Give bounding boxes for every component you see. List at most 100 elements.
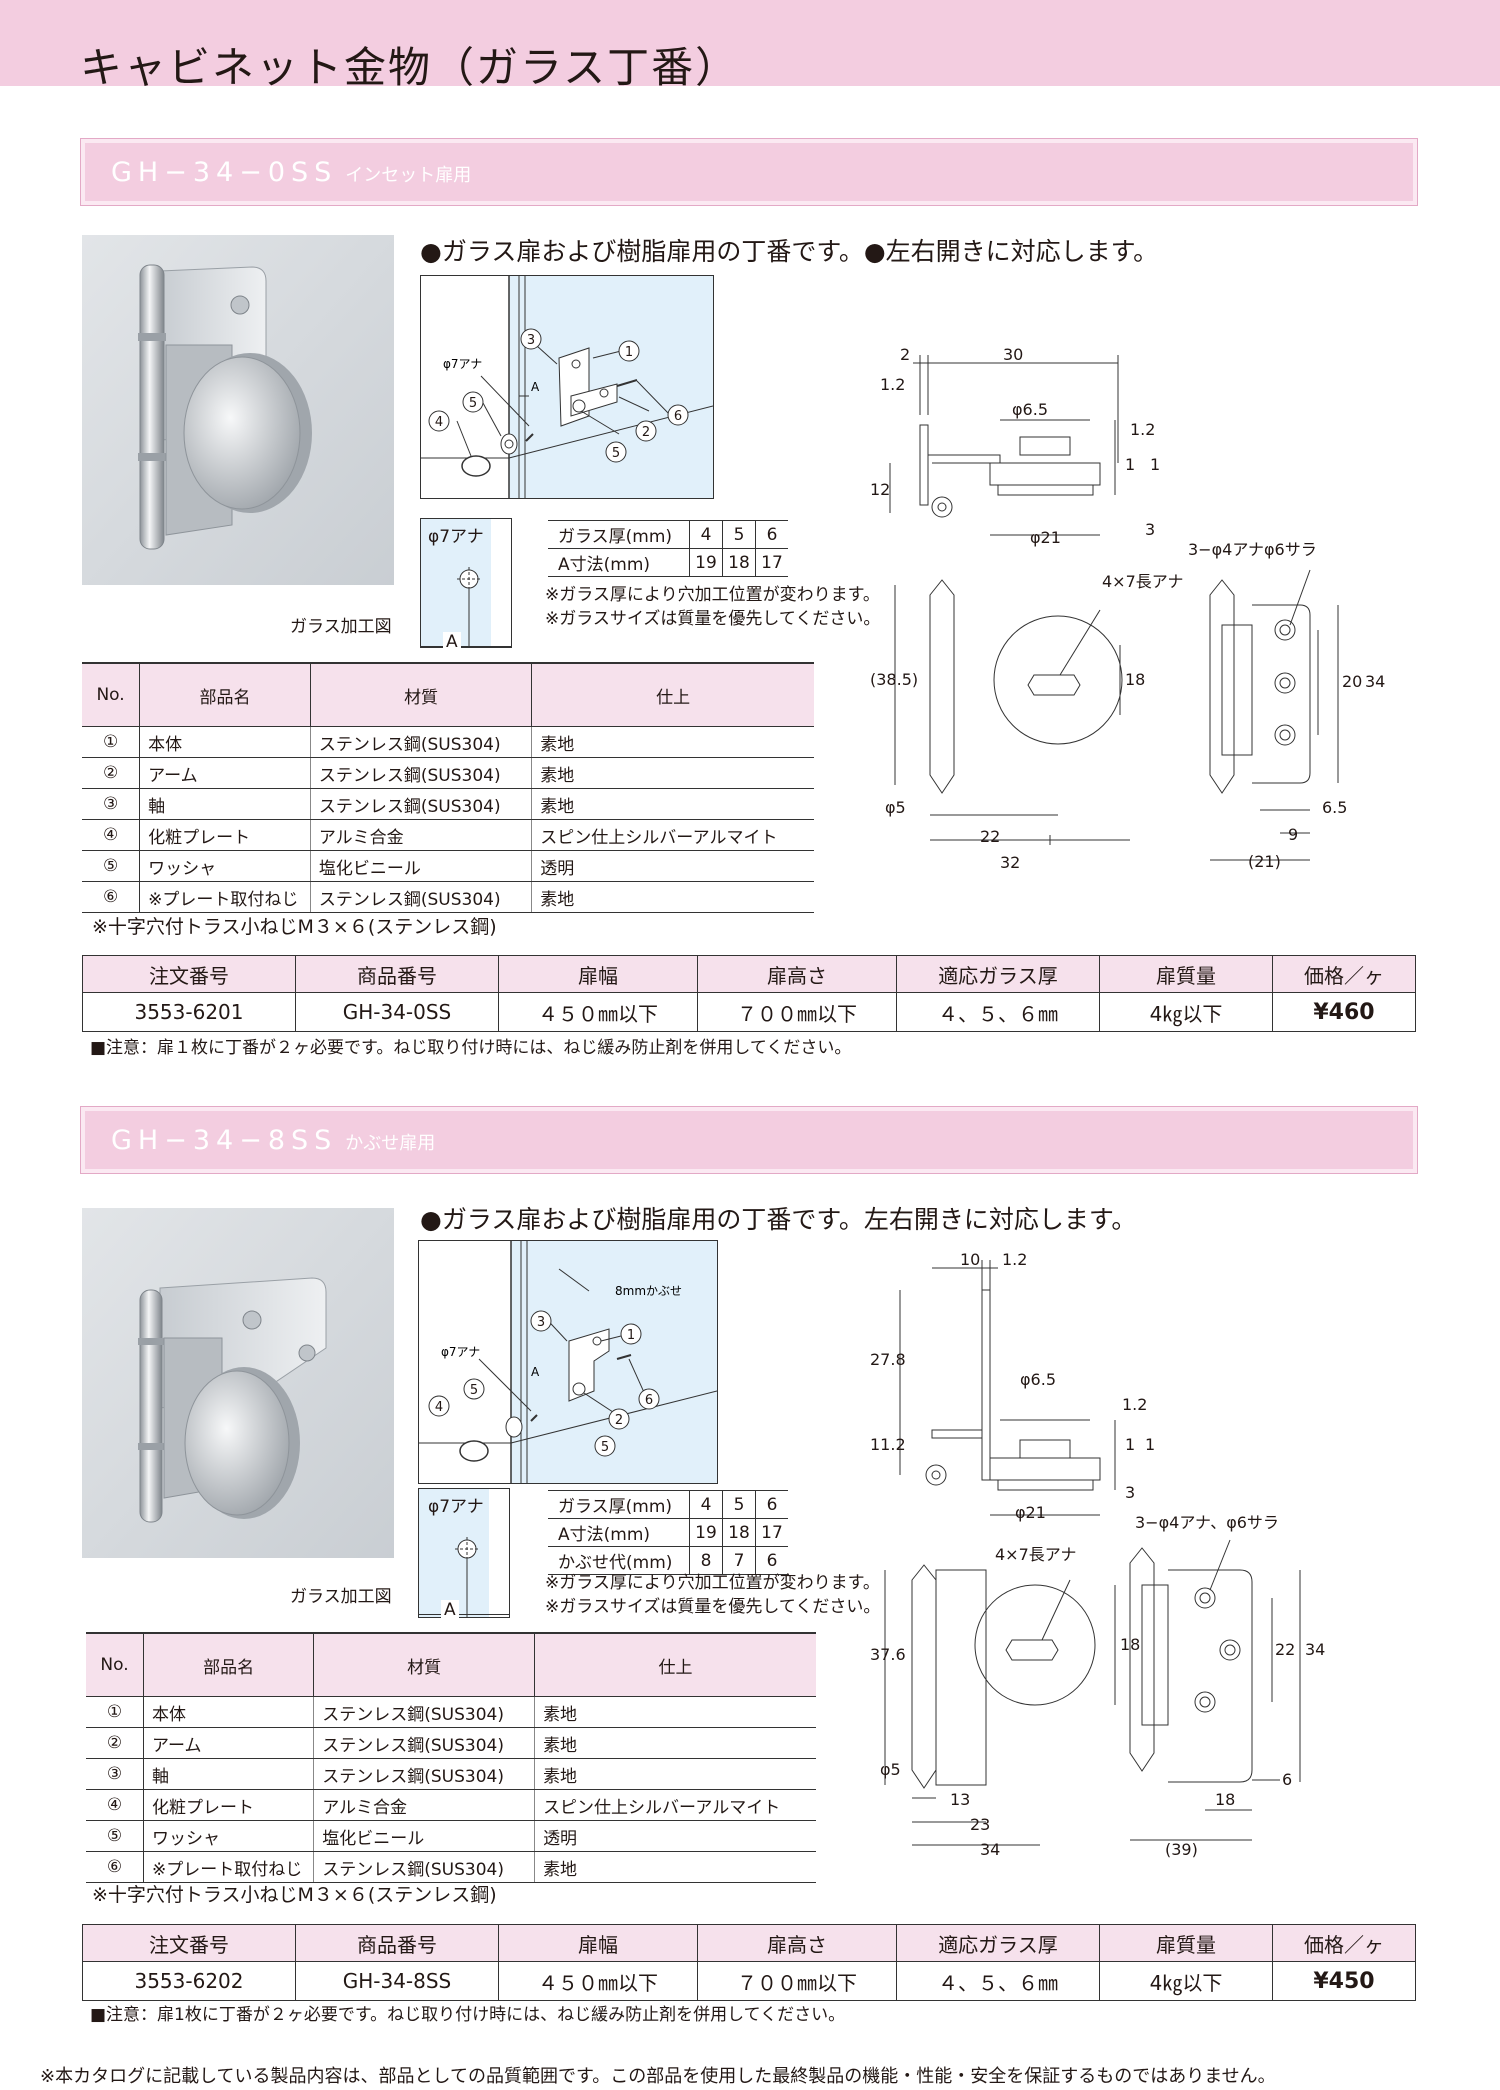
callout-5: 5 xyxy=(612,446,620,461)
dim-21: 9 xyxy=(1288,825,1298,844)
section-1-screw-note: ※十字穴付トラス小ねじM３×６(ステンレス鋼) xyxy=(92,916,497,938)
table-cell: 価格／ヶ xyxy=(1272,955,1416,993)
section-1-code: GH−34−0SS xyxy=(111,157,338,188)
footer-disclaimer: ※本カタログに記載している製品内容は、部品としての品質範囲です。この部品を使用し… xyxy=(40,2066,1276,2087)
section-2-thickness-table: ガラス厚(mm) 4 5 6 A寸法(mm) 19 18 17 かぶせ代(mm)… xyxy=(548,1490,788,1575)
table-cell: A寸法(mm) xyxy=(548,1518,690,1547)
dim-18: 13 xyxy=(950,1790,970,1809)
table-cell: 商品番号 xyxy=(295,1924,499,1962)
a-label: A xyxy=(531,380,540,394)
table-cell: ② xyxy=(82,757,141,789)
table-cell: ※プレート取付ねじ xyxy=(139,881,311,913)
hole-label: φ7アナ xyxy=(443,357,482,371)
dim-10: φ21 xyxy=(1015,1503,1046,1522)
table-cell: ワッシャ xyxy=(139,850,311,882)
table-cell: ③ xyxy=(82,788,141,820)
callout-5b: 5 xyxy=(601,1440,609,1455)
dim-1: 10 xyxy=(960,1250,980,1269)
table-cell: アルミ合金 xyxy=(313,1789,536,1821)
table-cell: ⑤ xyxy=(82,850,141,882)
table-cell: ステンレス鋼(SUS304) xyxy=(310,757,533,789)
table-cell: ⑥ xyxy=(86,1851,144,1883)
table-cell: ステンレス鋼(SUS304) xyxy=(313,1851,536,1883)
table-cell: 素地 xyxy=(534,1851,816,1883)
callout-2: 2 xyxy=(642,425,650,440)
section-1-feature-text: ●ガラス扉および樹脂扉用の丁番です。●左右開きに対応します。 xyxy=(420,237,1159,266)
table-cell: 材質 xyxy=(310,662,533,727)
table-cell: GH-34-8SS xyxy=(295,1961,499,2001)
callout-6: 6 xyxy=(645,1393,653,1408)
section-1-note-1: ※ガラス厚により穴加工位置が変わります。 xyxy=(545,585,880,605)
table-cell: 素地 xyxy=(531,757,814,789)
table-cell: ステンレス鋼(SUS304) xyxy=(310,881,533,913)
dim-9: 3 xyxy=(1145,520,1155,539)
dim-10: φ21 xyxy=(1030,528,1061,547)
dim-20: 6.5 xyxy=(1322,798,1347,817)
dim-17: φ5 xyxy=(885,798,906,817)
table-cell: ワッシャ xyxy=(143,1820,315,1852)
dim-5: 1.2 xyxy=(1130,420,1155,439)
section-1-thickness-table: ガラス厚(mm) 4 5 6 A寸法(mm) 19 18 17 xyxy=(548,520,788,577)
gp-dim-line xyxy=(418,1614,510,1615)
callout-4: 4 xyxy=(435,1400,443,1415)
section-2-glass-proc xyxy=(418,1488,510,1618)
section-1-caution: ■注意：扉１枚に丁番が２ヶ必要です。ねじ取り付け時には、ねじ緩み防止剤を併用して… xyxy=(90,1038,852,1058)
section-2-gp-label: ガラス加工図 xyxy=(290,1587,392,1607)
dim-8: 12 xyxy=(870,480,890,499)
dim-6: 1 xyxy=(1125,455,1135,474)
table-cell: ⑤ xyxy=(86,1820,144,1852)
section-1-gp-a: A xyxy=(443,632,461,652)
dim-19: 23 xyxy=(970,1815,990,1834)
table-cell: ④ xyxy=(82,819,141,851)
section-2-feature-text: ●ガラス扉および樹脂扉用の丁番です。左右開きに対応します。 xyxy=(420,1205,1137,1234)
dim-13: 37.6 xyxy=(870,1645,906,1664)
dim-4: φ6.5 xyxy=(1012,400,1048,419)
dim-7: 1 xyxy=(1145,1435,1155,1454)
table-cell: ¥460 xyxy=(1272,992,1416,1032)
table-cell: 4㎏以下 xyxy=(1099,1961,1273,2001)
table-cell: 5 xyxy=(722,1490,756,1519)
table-cell: 化粧プレート xyxy=(139,819,311,851)
dim-15: 22 xyxy=(1275,1640,1295,1659)
table-cell: 6 xyxy=(755,1490,788,1519)
dim-2: 30 xyxy=(1003,345,1023,364)
dim-12: 4×7長アナ xyxy=(995,1545,1076,1564)
section-2-gp-hole: φ7アナ xyxy=(428,1497,484,1517)
dim-22: (21) xyxy=(1248,852,1281,871)
dim-17: φ5 xyxy=(880,1760,901,1779)
table-cell: ステンレス鋼(SUS304) xyxy=(313,1727,536,1759)
table-cell: ¥450 xyxy=(1272,1961,1416,2001)
table-cell: ステンレス鋼(SUS304) xyxy=(310,726,533,758)
table-cell: 3553-6201 xyxy=(82,992,296,1032)
dim-15: 20 xyxy=(1342,672,1362,691)
table-cell: 4㎏以下 xyxy=(1099,992,1273,1032)
section-1-sub: インセット扉用 xyxy=(345,165,472,186)
table-row: ⑥※プレート取付ねじステンレス鋼(SUS304)素地 xyxy=(82,881,814,913)
table-cell: 6 xyxy=(755,520,788,549)
table-cell: 扉質量 xyxy=(1099,955,1273,993)
table-cell: 18 xyxy=(722,548,756,577)
dim-23: (39) xyxy=(1165,1840,1198,1859)
page-header xyxy=(0,0,1500,86)
callout-6: 6 xyxy=(674,409,682,424)
table-cell: 軸 xyxy=(139,788,311,820)
dim-16: 34 xyxy=(1305,1640,1325,1659)
dim-14: 18 xyxy=(1120,1635,1140,1654)
dim-11: 3−φ4アナ、φ6サラ xyxy=(1135,1513,1279,1532)
dim-18: 22 xyxy=(980,827,1000,846)
section-1-note-2: ※ガラスサイズは質量を優先してください。 xyxy=(545,609,881,629)
section-1-glass-proc xyxy=(420,518,512,648)
dim-9: 3 xyxy=(1125,1483,1135,1502)
table-cell: 商品番号 xyxy=(295,955,499,993)
section-2-product-photo xyxy=(82,1208,394,1558)
dim-5: 1.2 xyxy=(1122,1395,1147,1414)
